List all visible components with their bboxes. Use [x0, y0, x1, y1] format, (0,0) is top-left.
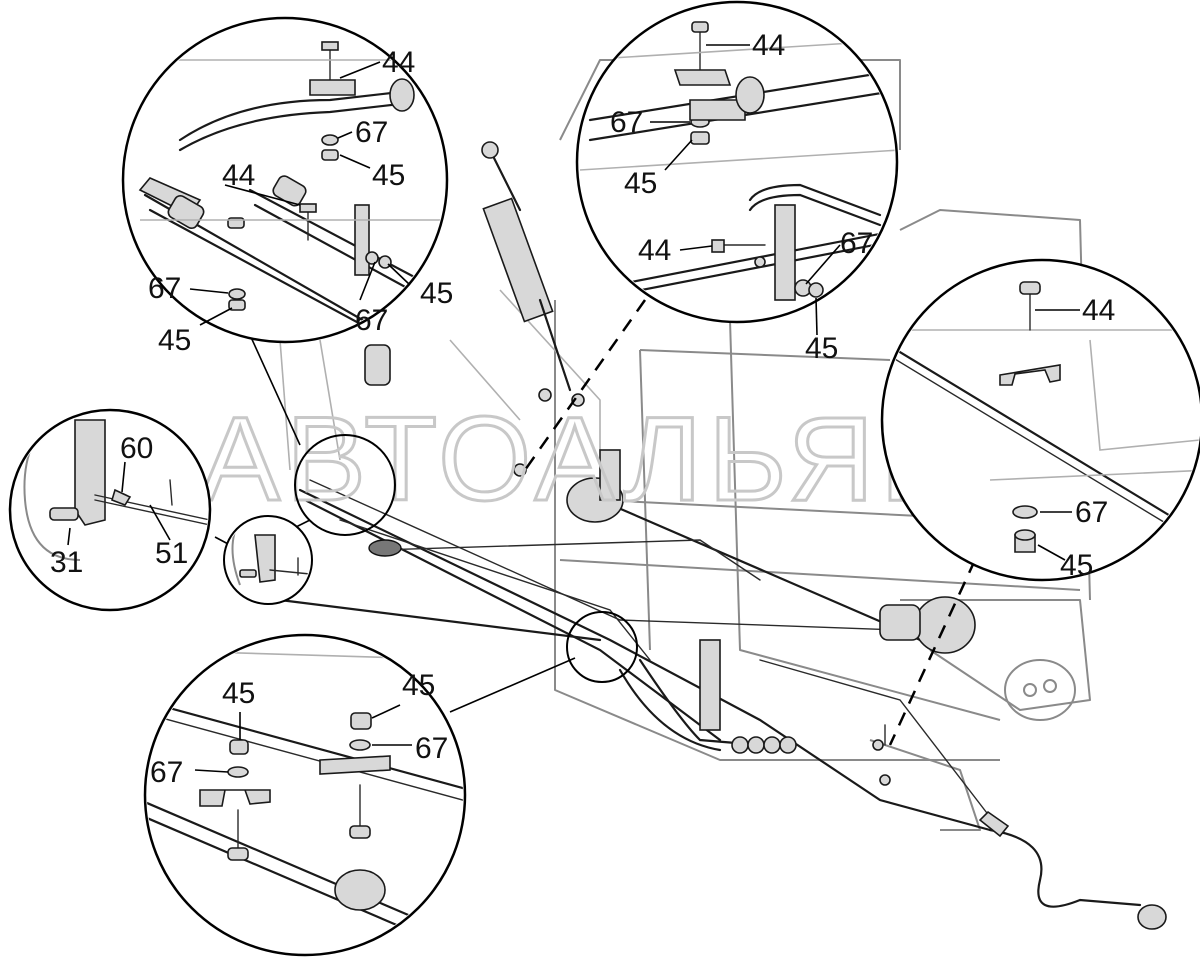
- label-44: 44: [638, 234, 671, 267]
- callout-detail-4b: [223, 515, 313, 605]
- machine-frame: [279, 59, 1091, 831]
- label-45: 45: [624, 167, 657, 200]
- callout-detail-5: 45 45 67 67: [143, 633, 467, 957]
- label-67: 67: [355, 116, 388, 149]
- brake-chambers: [364, 344, 976, 654]
- label-67: 67: [355, 304, 388, 337]
- label-51: 51: [155, 537, 188, 570]
- label-44: 44: [1082, 294, 1115, 327]
- callout-detail-1: 44 67 45 44 67 45 67 45: [121, 16, 453, 357]
- label-45: 45: [222, 677, 255, 710]
- label-60: 60: [120, 432, 153, 465]
- leader-line-c1: [249, 334, 301, 446]
- detail-marker-upper: [294, 434, 396, 536]
- leader-line-c5: [449, 657, 576, 713]
- label-45: 45: [158, 324, 191, 357]
- detail-marker-lower: [566, 611, 638, 683]
- label-45: 45: [372, 159, 405, 192]
- label-44: 44: [752, 29, 785, 62]
- label-67: 67: [840, 227, 873, 260]
- callout-detail-4: 60 31 51: [8, 408, 212, 612]
- leader-line-c3: [888, 559, 977, 746]
- label-67: 67: [415, 732, 448, 765]
- label-44: 44: [222, 159, 255, 192]
- label-67: 67: [150, 756, 183, 789]
- cable-handle: [978, 810, 1167, 930]
- callout-detail-3: 44 67 45: [880, 258, 1200, 582]
- mounting-points: [513, 388, 891, 786]
- hydraulic-cylinder: [481, 141, 572, 392]
- label-44: 44: [382, 46, 415, 79]
- callout-detail-2: 44 67 45 44 67 45: [575, 0, 899, 365]
- hydraulic-couplings: [699, 639, 797, 754]
- label-45: 45: [402, 669, 435, 702]
- label-45: 45: [1060, 549, 1093, 582]
- label-45: 45: [805, 332, 838, 365]
- label-67: 67: [610, 106, 643, 139]
- label-31: 31: [50, 546, 83, 579]
- label-45: 45: [420, 277, 453, 310]
- label-67: 67: [148, 272, 181, 305]
- label-67: 67: [1075, 496, 1108, 529]
- leader-line-c2: [523, 299, 647, 471]
